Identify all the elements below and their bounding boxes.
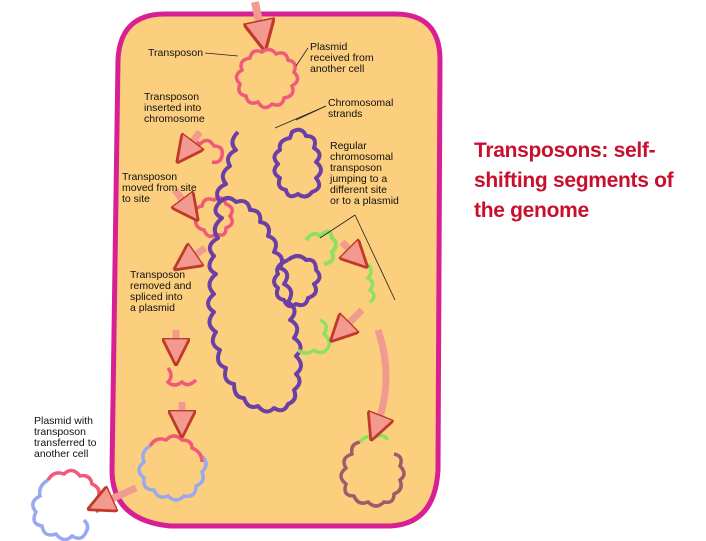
label-moved: Transposon moved from site to site: [122, 171, 197, 205]
label-chromosomal-strands: Chromosomal strands: [328, 97, 394, 120]
slide-title: Transposons: self- shifting segments of …: [474, 139, 674, 222]
green-transposon-chromosome: [304, 229, 338, 266]
green-transposon-inserted: [296, 318, 332, 355]
received-plasmid: [234, 47, 300, 110]
chromosome-left: [206, 130, 303, 414]
arrow-moved-down: [175, 187, 190, 210]
label-inserted: Transposon inserted into chromosome: [144, 91, 205, 125]
label-regular: Regular chromosomal transposon jumping t…: [330, 140, 399, 207]
chromosome-right: [272, 127, 323, 309]
incoming-arrow: [255, 1, 262, 36]
plasmid-with-transposon: [137, 434, 208, 502]
green-transposon-free: [365, 262, 376, 304]
transferred-plasmid: [31, 468, 103, 541]
leader-lines: [204, 47, 396, 301]
arrow-green-down: [342, 242, 358, 258]
arrow-green-plasmid: [376, 328, 386, 428]
moved-transposon: [193, 196, 234, 238]
arrow-to-chromosome-top: [185, 129, 200, 152]
label-plasmid-received: Plasmid received from another cell: [310, 41, 374, 75]
flow-arrows: [100, 129, 386, 504]
arrow-out: [100, 484, 138, 504]
removed-transposon: [165, 366, 198, 387]
arrow-green-left: [340, 307, 365, 332]
label-removed: Transposon removed and spliced into a pl…: [130, 269, 192, 314]
arrow-removed: [185, 248, 208, 262]
label-transposon: Transposon: [148, 47, 204, 59]
label-transferred: Plasmid with transposon transferred to a…: [34, 415, 97, 460]
